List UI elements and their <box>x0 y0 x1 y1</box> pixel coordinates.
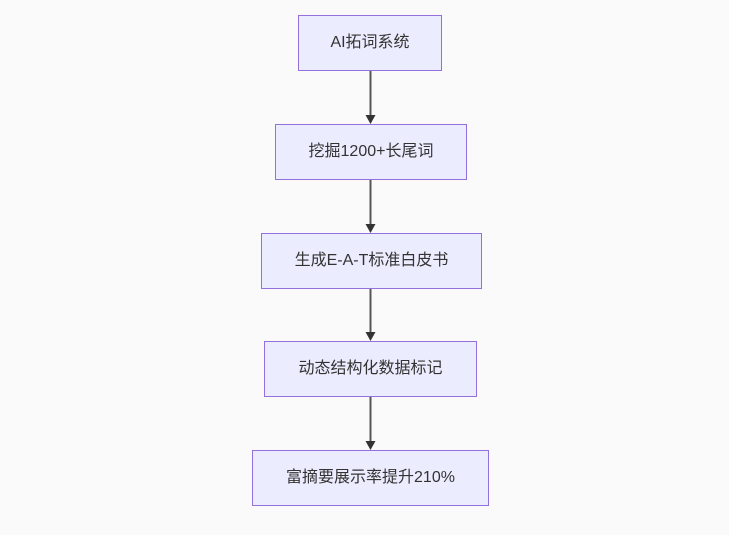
flow-node-eat-whitepaper: 生成E-A-T标准白皮书 <box>261 233 482 289</box>
flow-node-longtail-mining: 挖掘1200+长尾词 <box>275 124 467 180</box>
arrow-node2-node3 <box>365 180 376 233</box>
arrow-node1-node2 <box>365 71 376 124</box>
arrow-node3-node4 <box>365 289 376 341</box>
flow-node-rich-snippet-rate: 富摘要展示率提升210% <box>252 450 489 506</box>
node-label: 生成E-A-T标准白皮书 <box>294 252 449 270</box>
arrow-node4-node5 <box>365 397 376 450</box>
node-label: 动态结构化数据标记 <box>298 360 443 378</box>
node-label: 富摘要展示率提升210% <box>286 469 455 487</box>
node-label: AI拓词系统 <box>330 34 410 52</box>
flow-node-structured-data-markup: 动态结构化数据标记 <box>264 341 477 397</box>
node-label: 挖掘1200+长尾词 <box>308 143 434 161</box>
flow-node-ai-keyword-system: AI拓词系统 <box>298 15 442 71</box>
